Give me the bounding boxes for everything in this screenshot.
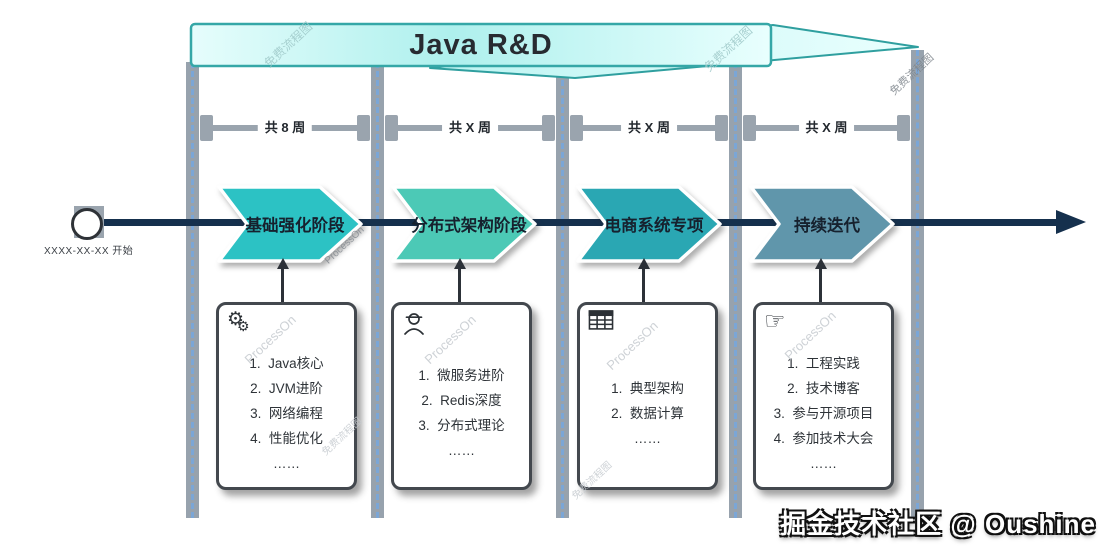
chevron-shape-icon: [391, 185, 537, 263]
swimlane-divider-5: [911, 50, 924, 518]
connector-arrowhead-icon: [454, 258, 466, 269]
duration-endcap: [743, 115, 756, 141]
pointing-hand-icon: ☞: [764, 308, 786, 335]
card-item: 4. 参加技术大会: [773, 430, 874, 446]
timeline-line: [99, 219, 1059, 226]
duration-endcap: [897, 115, 910, 141]
card-item: ……: [448, 443, 475, 458]
start-date-label: XXXX-XX-XX 开始: [44, 246, 134, 257]
card-item: 1. Java核心: [249, 355, 324, 371]
card-item-list: 1. 工程实践 2. 技术博客 3. 参与开源项目 4. 参加技术大会 ……: [759, 347, 888, 479]
card-item: 2. JVM进阶: [250, 380, 323, 396]
swimlane-divider-1: [186, 62, 199, 518]
card-item: 3. 分布式理论: [418, 418, 505, 433]
duration-indicator: 共 X 周: [743, 114, 910, 142]
swimlane-divider-4: [729, 62, 742, 518]
card-item: 1. 典型架构: [611, 380, 684, 396]
duration-label: 共 X 周: [621, 116, 677, 137]
phase-chevron-4: 持续迭代: [748, 184, 898, 264]
phase-chevron-3: 电商系统专项: [575, 184, 725, 264]
card-item: 1. 工程实践: [787, 355, 860, 371]
swimlane-divider-2: [371, 62, 384, 518]
phase-card-4: ☞ 1. 工程实践 2. 技术博客 3. 参与开源项目 4. 参加技术大会 ……: [753, 302, 894, 490]
phase-chevron-2: 分布式架构阶段: [390, 184, 540, 264]
phase-name: 持续迭代: [794, 217, 860, 235]
connector-line: [819, 268, 822, 304]
duration-endcap: [570, 115, 583, 141]
phase-name: 分布式架构阶段: [411, 217, 527, 235]
diagram-title: Java R&D: [409, 28, 553, 61]
card-item: 2. 数据计算: [611, 405, 684, 421]
phase-chevron-1: 基础强化阶段: [216, 184, 366, 264]
duration-label: 共 X 周: [798, 116, 855, 137]
swimlane-divider-3: [556, 62, 569, 518]
start-milestone-circle: [71, 208, 103, 240]
duration-endcap: [200, 115, 213, 141]
connector-line: [281, 268, 284, 304]
phase-name: 基础强化阶段: [245, 217, 345, 235]
phase-card-3: 1. 典型架构 2. 数据计算 ……: [577, 302, 718, 490]
duration-endcap: [385, 115, 398, 141]
chevron-shape-icon: [217, 185, 363, 263]
card-item: 2. Redis深度: [421, 393, 502, 408]
chevron-shape-icon: [576, 185, 722, 263]
connector-line: [458, 268, 461, 304]
duration-endcap: [357, 115, 370, 141]
duration-indicator: 共 8 周: [200, 114, 370, 142]
duration-endcap: [542, 115, 555, 141]
card-item: 1. 微服务进阶: [418, 368, 505, 383]
chevron-shape-icon: [749, 185, 895, 263]
banner-arrow-icon: [189, 22, 919, 79]
duration-label: 共 8 周: [257, 116, 313, 137]
phase-name: 电商系统专项: [604, 217, 704, 235]
connector-line: [642, 268, 645, 304]
duration-indicator: 共 X 周: [385, 114, 555, 142]
phase-card-2: 1. 微服务进阶 2. Redis深度 3. 分布式理论 ……: [391, 302, 532, 490]
gears-icon: ⚙⚙: [227, 309, 250, 334]
card-item: 3. 网络编程: [250, 405, 323, 421]
card-item: ……: [810, 455, 837, 471]
credit-watermark: 掘金技术社区 @ Oushine: [780, 509, 1096, 539]
card-item-list: 1. 微服务进阶 2. Redis深度 3. 分布式理论 ……: [397, 347, 526, 479]
card-item: 3. 参与开源项目: [773, 405, 874, 421]
engineer-icon: [402, 310, 426, 341]
timeline-arrowhead-icon: [1056, 210, 1086, 234]
duration-label: 共 X 周: [442, 116, 498, 137]
card-item: 2. 技术博客: [787, 380, 860, 396]
card-item: ……: [273, 455, 300, 471]
phase-card-1: ⚙⚙ 1. Java核心 2. JVM进阶 3. 网络编程 4. 性能优化 ……: [216, 302, 357, 490]
connector-arrowhead-icon: [815, 258, 827, 269]
connector-arrowhead-icon: [277, 258, 289, 269]
title-banner: Java R&D: [183, 16, 928, 90]
table-icon: [588, 310, 614, 336]
card-item-list: 1. Java核心 2. JVM进阶 3. 网络编程 4. 性能优化 ……: [222, 347, 351, 479]
card-item: 4. 性能优化: [250, 430, 323, 446]
card-item: ……: [634, 430, 661, 446]
duration-endcap: [715, 115, 728, 141]
duration-indicator: 共 X 周: [570, 114, 728, 142]
connector-arrowhead-icon: [638, 258, 650, 269]
card-item-list: 1. 典型架构 2. 数据计算 ……: [583, 347, 712, 479]
